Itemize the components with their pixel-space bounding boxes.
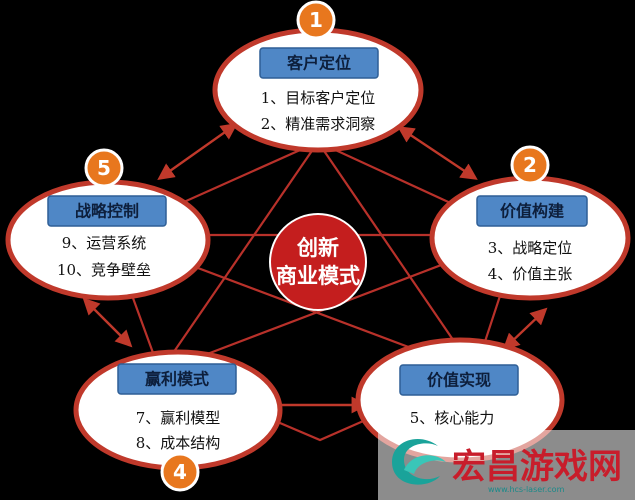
badge-1: 1 [296,0,336,40]
badge-4: 4 [160,452,200,492]
node-item: 8、成本结构 [136,434,221,452]
node-item: 10、竞争壁垒 [57,261,151,279]
center-line1: 创新 [296,236,339,260]
watermark-url: www.hcs-laser.com [488,485,565,494]
node-header: 价值构建 [476,195,588,227]
node-header: 战略控制 [47,195,167,227]
node-title: 价值构建 [500,202,564,221]
node-strategic-control: 战略控制 9、运营系统 10、竞争壁垒 5 [5,148,211,301]
arrow-2-3 [502,307,548,351]
node-title: 价值实现 [427,371,491,390]
svg-text:4: 4 [173,460,187,484]
node-item: 4、价值主张 [488,265,573,283]
node-item: 5、核心能力 [410,409,495,427]
cycle-arrows [82,123,548,414]
node-title: 战略控制 [75,202,139,221]
node-profit-model: 赢利模式 7、赢利模型 8、成本结构 4 [73,349,283,492]
badge-2: 2 [510,145,550,185]
svg-text:1: 1 [309,8,323,32]
arrow-1-2 [397,126,478,180]
swirl-logo-icon [392,439,446,485]
node-header: 客户定位 [259,47,379,79]
node-customer-positioning: 客户定位 1、目标客户定位 2、精准需求洞察 1 [212,0,424,153]
star-line-a [159,141,319,373]
watermark: 宏昌游戏网 www.hcs-laser.com [378,430,635,500]
arrow-5-4 [82,297,133,348]
center-node: 创新 商业模式 [269,213,367,311]
node-item: 2、精准需求洞察 [261,115,376,133]
badge-5: 5 [84,148,124,188]
center-circle [269,213,367,311]
star-line-b [317,141,476,373]
svg-text:2: 2 [523,153,537,177]
node-title: 赢利模式 [145,370,209,389]
svg-text:5: 5 [97,156,111,180]
node-header: 价值实现 [399,364,519,396]
arrow-5-1 [157,123,238,180]
node-title: 客户定位 [287,54,351,73]
node-item: 9、运营系统 [62,234,147,252]
node-header: 赢利模式 [117,363,237,395]
node-item: 1、目标客户定位 [261,89,376,107]
node-value-construction: 价值构建 3、战略定位 4、价值主张 2 [429,145,631,301]
center-line2: 商业模式 [276,264,360,288]
node-item: 3、战略定位 [488,239,573,257]
node-item: 7、赢利模型 [136,409,221,427]
watermark-text: 宏昌游戏网 [452,447,622,487]
